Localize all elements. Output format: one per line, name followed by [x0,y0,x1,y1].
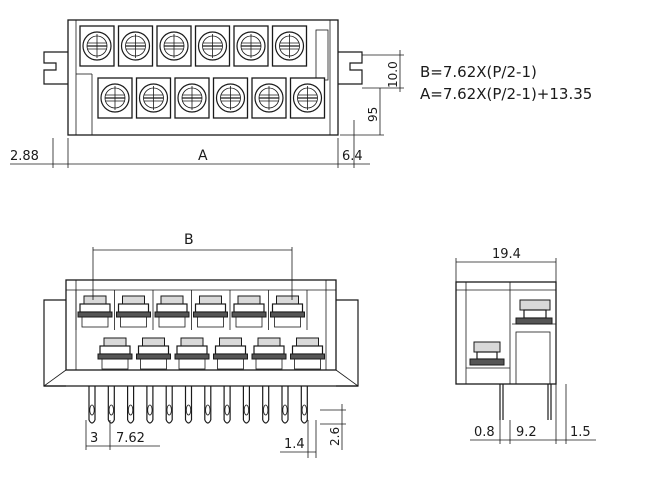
screw-terminal-icon [154,295,190,328]
solder-pin-icon [242,386,250,424]
front-dim-pin-offset: 3 [90,431,98,446]
solder-pin-icon [165,386,173,424]
screw-terminal-icon [289,77,326,119]
screw-terminal-icon [174,337,210,370]
front-view: B 3 7.62 1.4 2.6 [43,232,359,458]
screw-terminal-icon [174,77,210,119]
screw-terminal-icon [233,25,269,67]
solder-pin-icon [300,386,308,424]
screw-terminal-icon [251,77,287,119]
top-terminal-row-upper [79,25,308,67]
top-right-ear [338,51,363,85]
solder-pin-icon [204,386,212,424]
screw-terminal-icon [136,337,171,370]
solder-pin-icon [88,386,96,424]
formula-b: B=7.62X(P/2-1) [420,63,537,81]
side-housing [455,281,557,385]
screw-terminal-icon [290,337,325,370]
screw-terminal-icon [156,25,192,67]
solder-pin-icon [107,386,115,424]
side-dim-mid: 9.2 [516,425,537,440]
screw-terminal-icon [79,25,115,67]
screw-terminal-icon [117,25,154,67]
front-terminal-row-lower [97,337,325,370]
screw-terminal-icon [97,77,133,119]
front-terminal-row-upper [75,290,308,330]
top-dim-lower: 95 [366,107,380,122]
front-pin-row [88,386,308,424]
solder-pin-icon [262,386,270,424]
screw-terminal-icon [135,77,172,119]
screw-terminal-icon [213,337,248,370]
screw-terminal-icon [212,77,249,119]
solder-pin-icon [281,386,289,424]
front-dim-pin-len: 2.6 [328,427,342,446]
screw-terminal-icon [116,295,151,328]
solder-pin-icon [184,386,193,424]
screw-terminal-icon [270,295,305,328]
front-dim-pitch: 7.62 [116,431,145,446]
front-right-flange [336,299,359,387]
front-dim-b: B [184,232,194,248]
screw-terminal-icon [193,295,228,328]
top-left-ear [43,51,68,85]
formula-a: A=7.62X(P/2-1)+13.35 [420,85,592,103]
solder-pin-icon [126,386,135,424]
top-dim-left: 2.88 [10,149,39,164]
top-terminal-row-lower [97,77,326,119]
front-dim-pin-width: 1.4 [284,437,305,452]
screw-terminal-icon [97,337,133,370]
top-view: 2.88 A 6.4 10.0 95 [10,19,404,168]
side-dim-right: 1.5 [570,425,591,440]
top-dim-right: 6.4 [342,149,363,164]
screw-terminal-icon [231,295,267,328]
side-dim-left: 0.8 [474,425,495,440]
side-dim-width: 19.4 [492,247,521,262]
solder-pin-icon [146,386,154,424]
solder-pin-icon [223,386,231,424]
top-dim-height: 10.0 [386,61,400,88]
top-dim-a: A [198,148,208,164]
front-left-flange [43,299,66,387]
side-terminal-upper [512,299,556,325]
side-terminal-lower [469,341,505,366]
screw-terminal-icon [251,337,287,370]
side-view: 19.4 0.8 9.2 1.5 [455,247,596,444]
screw-terminal-icon [77,295,113,328]
screw-terminal-icon [194,25,231,67]
screw-terminal-icon [271,25,308,67]
